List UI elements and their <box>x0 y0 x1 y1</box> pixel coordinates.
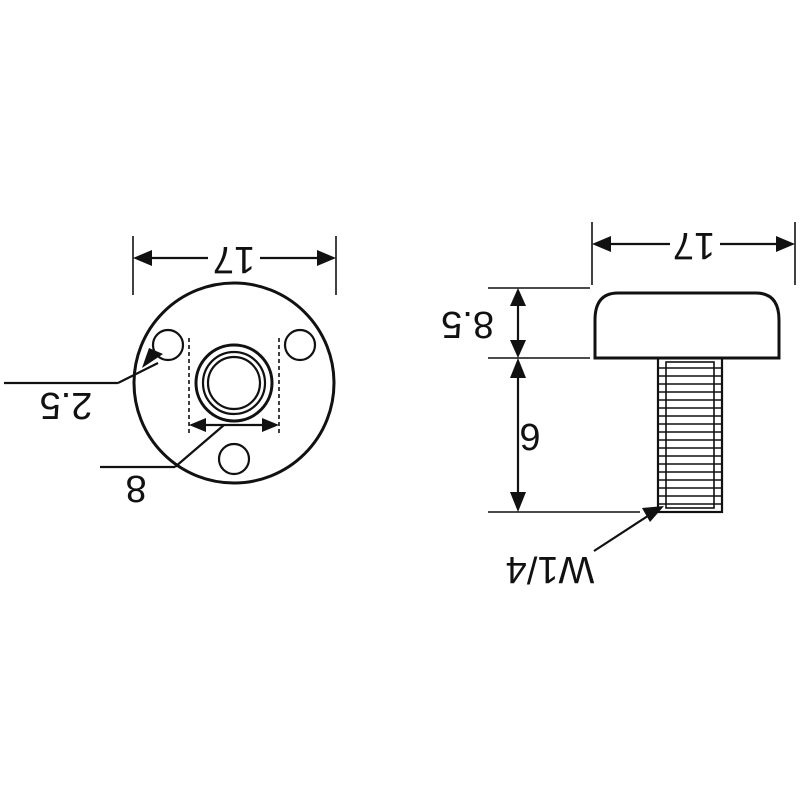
dimension-side-diameter: 17 <box>592 224 795 266</box>
dimension-front-diameter: 17 <box>133 238 336 280</box>
mounting-hole <box>217 442 251 476</box>
leader-thread-spec: W1/4 <box>506 506 664 590</box>
dimension-bore-width-label: 8 <box>125 467 146 509</box>
dimension-bore-width: 8 <box>100 418 279 509</box>
mounting-hole <box>283 328 317 362</box>
dimension-thread-length: 6 <box>510 358 541 512</box>
dimension-head-height-label: 8.5 <box>441 303 494 345</box>
dimension-front-diameter-label: 17 <box>213 238 255 280</box>
center-boss-outer <box>194 343 274 423</box>
center-boss-ring <box>201 350 267 416</box>
dimension-thread-length-label: 6 <box>519 415 540 457</box>
center-bore <box>206 355 262 411</box>
thread-lines <box>658 361 722 509</box>
thread-spec-label: W1/4 <box>506 548 595 590</box>
screw-shank <box>656 356 724 514</box>
dimension-side-diameter-label: 17 <box>673 224 715 266</box>
dimension-hole-diameter-label: 2.5 <box>40 384 93 426</box>
side-view: 8.5 6 17 W1/4 <box>441 222 796 590</box>
thread-root-outline <box>665 361 715 509</box>
rotated-drawing: 8.5 6 17 W1/4 <box>4 222 796 590</box>
leader-hole-diameter: 2.5 <box>4 348 163 426</box>
mounting-hole <box>151 328 185 362</box>
flange-outline <box>132 281 336 485</box>
screw-head <box>593 291 781 360</box>
front-view: 8 2.5 17 <box>4 236 337 509</box>
dimension-head-height: 8.5 <box>441 288 526 358</box>
